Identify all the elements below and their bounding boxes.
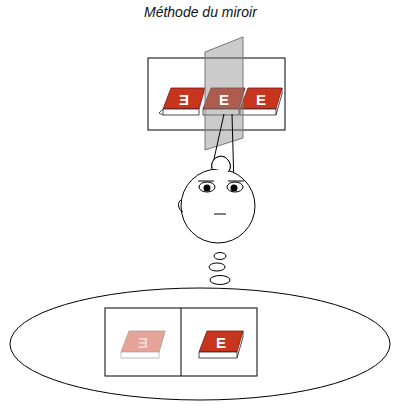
eyebrows [198, 181, 244, 182]
cover-letter: E [256, 92, 266, 107]
eye [227, 182, 243, 192]
cover-letter: E [216, 335, 226, 350]
panel-divider [181, 308, 182, 376]
ear [179, 200, 183, 212]
thought-bubble [210, 276, 230, 285]
hair-tuft [212, 156, 231, 172]
thought-bubble [209, 263, 225, 271]
eye [199, 182, 215, 192]
perceived-panel [105, 308, 257, 376]
diagram-title: Méthode du miroir [144, 5, 257, 19]
mirror-book [159, 88, 205, 115]
real-book [240, 88, 282, 115]
pupil [204, 185, 211, 192]
book [199, 331, 243, 358]
thought-bubble [214, 253, 226, 260]
cover-letter: E [219, 92, 229, 107]
pupil [231, 185, 238, 192]
cover-letter: Ǝ [138, 335, 148, 350]
mouth [214, 214, 226, 215]
mirror-plane [205, 37, 243, 150]
cover-letter: Ǝ [179, 92, 189, 107]
head [181, 169, 255, 243]
faded-book [121, 331, 165, 358]
perception-ellipse [10, 288, 390, 400]
